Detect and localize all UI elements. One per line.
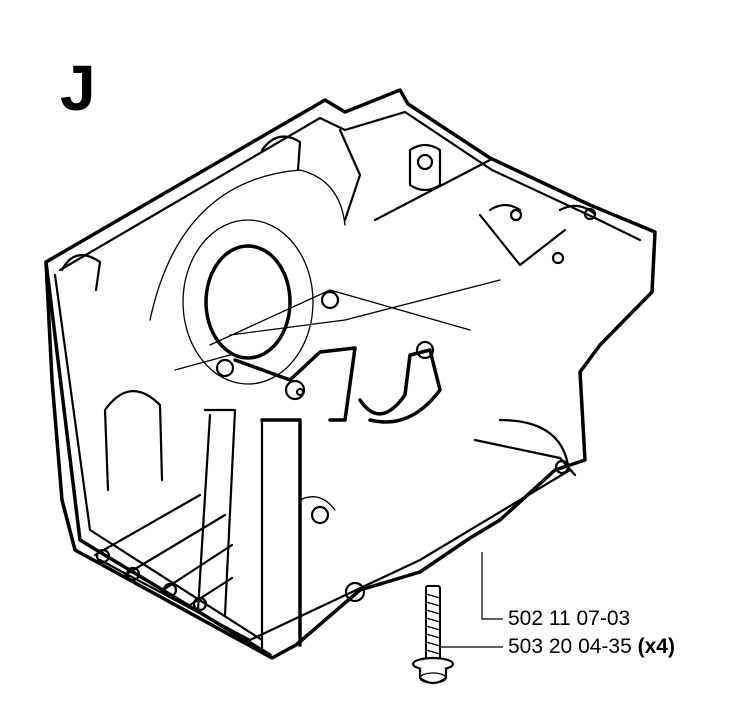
part-number-housing: 502 11 07-03 xyxy=(508,607,630,631)
screw-drawing xyxy=(411,585,455,685)
part-number-label: 502 11 07-03 xyxy=(508,607,631,630)
crankcase-housing-drawing xyxy=(44,88,657,660)
leader-line-housing xyxy=(481,552,503,620)
section-letter: J xyxy=(60,52,96,124)
part-number-screw: 503 20 04-35 (x4) xyxy=(508,635,675,659)
part-number-label: 503 20 04-35 xyxy=(508,635,632,658)
quantity-label: (x4) xyxy=(637,635,675,658)
